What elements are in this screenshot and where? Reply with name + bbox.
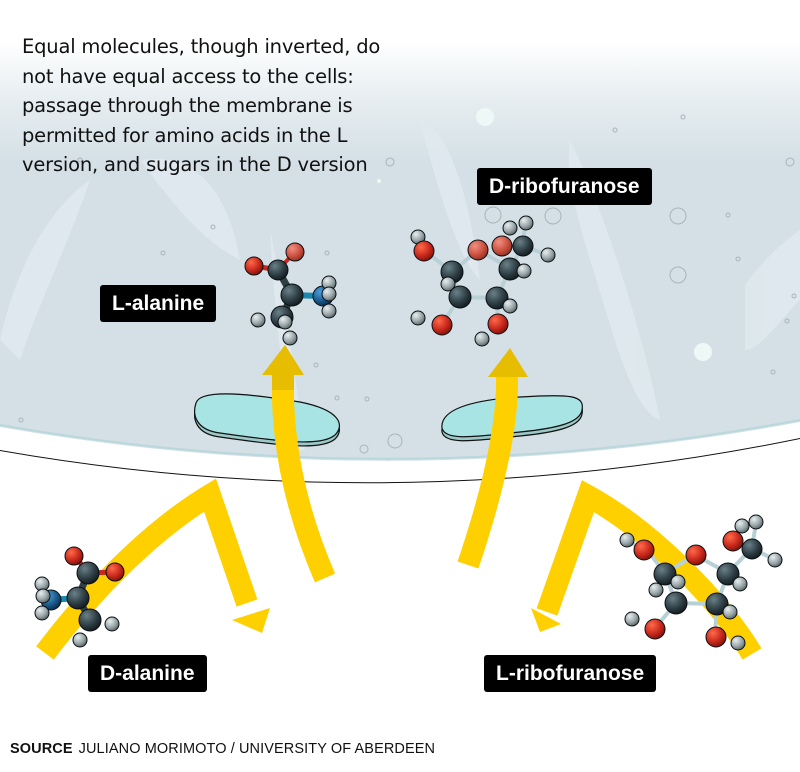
membrane-inner bbox=[0, 419, 800, 460]
caption-text: Equal molecules, though inverted, do not… bbox=[22, 35, 381, 176]
channel-left bbox=[194, 393, 340, 447]
arrow-l-alanine-enter[interactable] bbox=[262, 345, 336, 583]
molecule-d-ribofuranose bbox=[410, 215, 556, 347]
label-d-alanine: D-alanine bbox=[88, 655, 207, 692]
source-prefix: SOURCE bbox=[10, 741, 73, 757]
molecule-d-alanine bbox=[34, 546, 125, 648]
label-d-ribofuranose: D-ribofuranose bbox=[477, 168, 652, 205]
label-l-alanine: L-alanine bbox=[100, 285, 217, 322]
molecule-l-ribofuranose bbox=[619, 514, 783, 651]
source-text: JULIANO MORIMOTO / UNIVERSITY OF ABERDEE… bbox=[78, 741, 436, 757]
arrow-d-alanine-rejected[interactable] bbox=[36, 478, 270, 660]
cell-texture bbox=[0, 120, 800, 450]
source-credit: SOURCE JULIANO MORIMOTO / UNIVERSITY OF A… bbox=[10, 741, 435, 757]
bubbles bbox=[18, 114, 797, 470]
bubbles-filled bbox=[377, 108, 712, 361]
arrow-d-ribofuranose-enter[interactable] bbox=[457, 348, 528, 569]
membrane-gap bbox=[0, 422, 800, 483]
label-l-ribofuranose: L-ribofuranose bbox=[484, 655, 657, 692]
arrow-l-ribofuranose-rejected[interactable] bbox=[531, 480, 762, 660]
cell-interior bbox=[0, 0, 800, 464]
molecule-l-alanine bbox=[244, 242, 337, 346]
